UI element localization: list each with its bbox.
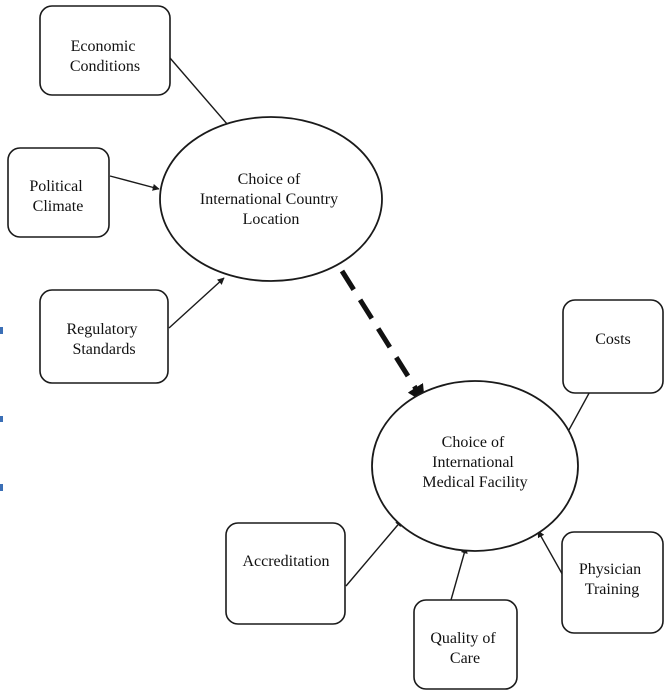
medical-facility-line-2: International (432, 454, 514, 471)
medical-facility-line-3: Medical Facility (422, 474, 527, 491)
margin-mark-2 (0, 416, 3, 422)
economic-conditions-line-2: Conditions (70, 58, 140, 75)
edge-physician-to-facility (537, 530, 566, 580)
country-location-line-1: Choice of (238, 171, 301, 188)
quality-of-care-line-2: Care (450, 650, 480, 667)
regulatory-standards-line-1: Regulatory (66, 321, 137, 338)
regulatory-standards-line-2: Standards (72, 341, 135, 358)
node-quality-of-care: Quality of Care (413, 599, 518, 690)
country-location-line-3: Location (243, 211, 300, 228)
node-country-location: Choice of International Country Location (159, 116, 383, 282)
edge-political-to-country (109, 175, 160, 191)
svg-text:Economic Conditions: Economic Conditions (70, 38, 140, 75)
node-economic-conditions: Economic Conditions (39, 5, 171, 96)
edge-quality-to-facility (450, 546, 468, 601)
medical-facility-line-1: Choice of (442, 434, 505, 451)
country-location-line-2: International Country (200, 191, 338, 208)
svg-text:Physician Training: Physician Training (579, 561, 645, 598)
node-political-climate: Political Climate (7, 147, 110, 238)
svg-text:Regulatory Standards: Regulatory Standards (66, 321, 141, 358)
edge-regulatory-to-country (168, 277, 225, 329)
node-accreditation: Accreditation (225, 522, 346, 625)
node-regulatory-standards: Regulatory Standards (39, 289, 169, 384)
edge-economic-to-country (169, 57, 235, 133)
svg-text:Political Climate: Political Climate (29, 178, 86, 215)
accreditation-label: Accreditation (242, 553, 329, 570)
political-climate-line-1: Political (29, 178, 83, 195)
margin-mark-3 (0, 484, 3, 491)
physician-training-line-2: Training (585, 581, 640, 598)
node-medical-facility: Choice of International Medical Facility (371, 380, 579, 552)
costs-label: Costs (595, 331, 631, 348)
svg-text:Choice of International: Choice of International Medical Facility (422, 434, 527, 491)
margin-mark-1 (0, 327, 3, 334)
node-costs: Costs (562, 299, 664, 394)
economic-conditions-line-1: Economic (71, 38, 136, 55)
political-climate-line-2: Climate (33, 198, 84, 215)
physician-training-line-1: Physician (579, 561, 641, 578)
margin-marks (0, 327, 3, 491)
quality-of-care-line-1: Quality of (430, 630, 496, 647)
svg-text:Accreditation: Accreditation (242, 553, 329, 570)
edge-accreditation-to-facility (345, 519, 403, 587)
svg-text:Quality of Care: Quality of Care (430, 630, 499, 667)
edge-country-to-facility (339, 269, 426, 404)
svg-text:Costs: Costs (595, 331, 631, 348)
node-physician-training: Physician Training (561, 531, 664, 634)
svg-text:Choice of International: Choice of International Country Location (200, 171, 342, 228)
